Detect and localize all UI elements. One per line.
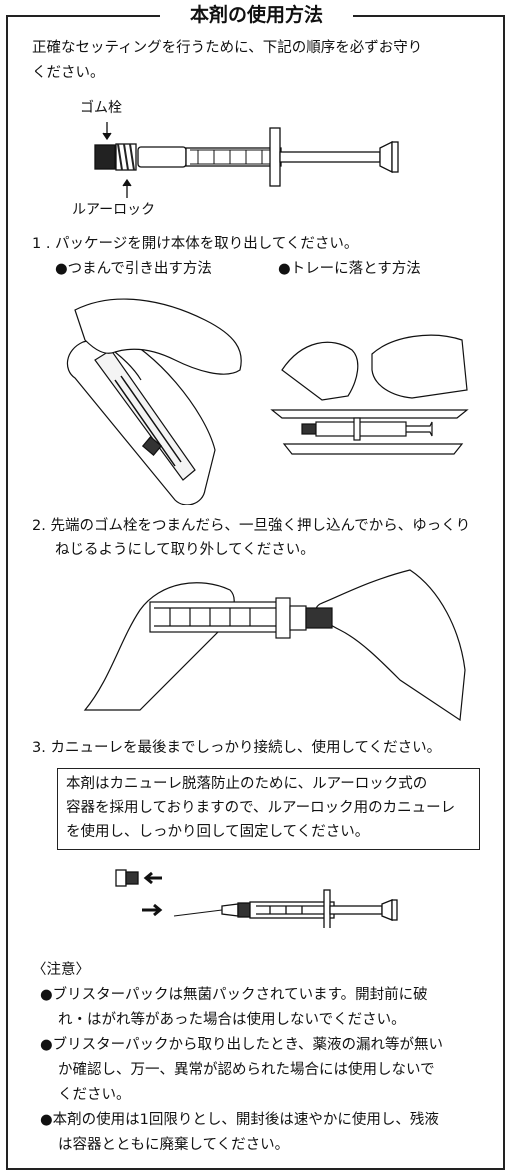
page-title: 本剤の使用方法 [160,0,353,30]
stopper-label: ゴム栓 [80,100,122,116]
notes-heading: 〈注意〉 [32,962,90,978]
left-arrow [143,871,162,885]
cannula-needle [173,909,223,917]
note-2-line-3: ください。 [58,1087,131,1103]
notice-line-1: 本剤はカニューレ脱落防止のために、ルアーロック式の [66,776,428,792]
removed-stopper [115,869,127,887]
luer-lock-notice: 本剤はカニューレ脱落防止のために、ルアーロック式の 容器を採用しておりますので、… [57,768,480,850]
tray-drop-illustration [270,334,469,455]
step2-line-2: ねじるようにして取り外してください。 [55,542,315,558]
note-3-line-1: ●本剤の使用は1回限りとし、開封後は速やかに使用し、残液 [40,1112,439,1128]
step1-heading: 1 . パッケージを開け本体を取り出してください。 [32,236,359,252]
notice-line-3: を使用し、しっかり回して固定してください。 [66,824,370,840]
note-1-line-1: ●ブリスターパックは無菌パックされています。開封前に破 [40,987,428,1003]
syringe-diagram [94,122,399,198]
notice-line-2: 容器を採用しておりますので、ルアーロック用のカニューレ [66,800,456,816]
step3-heading: 3. カニューレを最後までしっかり接続し、使用してください。 [32,740,442,756]
rubber-stopper [94,144,116,170]
intro-line-2: ください。 [32,65,105,81]
intro-line-1: 正確なセッティングを行うために、下記の順序を必ずお守り [32,40,423,56]
note-1-line-2: れ・はがれ等があった場合は使用しないでください。 [58,1012,406,1028]
remove-stopper-illustration [83,569,466,722]
step1-method-pinch: ●つまんで引き出す方法 [55,261,212,277]
cannula-connection-diagram [115,869,398,928]
step1-method-tray: ●トレーに落とす方法 [278,261,421,277]
right-arrow [142,903,163,917]
pinch-out-illustration [66,298,242,505]
note-3-line-2: は容器とともに廃棄してください。 [58,1137,290,1153]
note-2-line-1: ●ブリスターパックから取り出したとき、薬液の漏れ等が無い [40,1037,443,1053]
note-2-line-2: か確認し、万一、異常が認められた場合には使用しないで [58,1062,435,1078]
luer-lock-label: ルアーロック [72,202,156,218]
step2-line-1: 2. 先端のゴム栓をつまんだら、一旦強く押し込んでから、ゆっくり [32,518,471,534]
